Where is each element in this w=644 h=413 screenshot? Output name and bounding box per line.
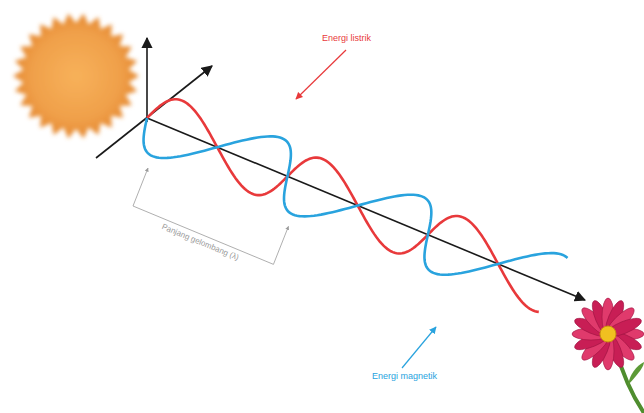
axis-lines	[96, 38, 585, 300]
sun-shape	[13, 13, 139, 138]
bracket-tick	[133, 168, 148, 206]
magnetic-label: Energi magnetik	[372, 372, 437, 382]
magnetic-leader	[402, 327, 436, 368]
wave-curves	[144, 99, 568, 312]
electric-label: Energi listrik	[322, 34, 371, 44]
wavelength-bracket	[133, 168, 288, 264]
flower-center	[600, 326, 616, 342]
leader-arrows	[296, 50, 436, 368]
flower-picture	[572, 298, 644, 413]
magnetic-wave	[144, 118, 568, 275]
bracket-line	[133, 206, 273, 264]
propagation-axis	[147, 118, 585, 300]
flower-leaf	[628, 362, 644, 385]
vertical-axis	[146, 38, 148, 122]
bracket-tick	[273, 226, 288, 264]
electric-wave	[147, 99, 539, 312]
sun-picture	[13, 13, 139, 138]
electric-leader	[296, 50, 346, 99]
wavelength-label: Panjang gelombang (λ)	[160, 223, 240, 263]
